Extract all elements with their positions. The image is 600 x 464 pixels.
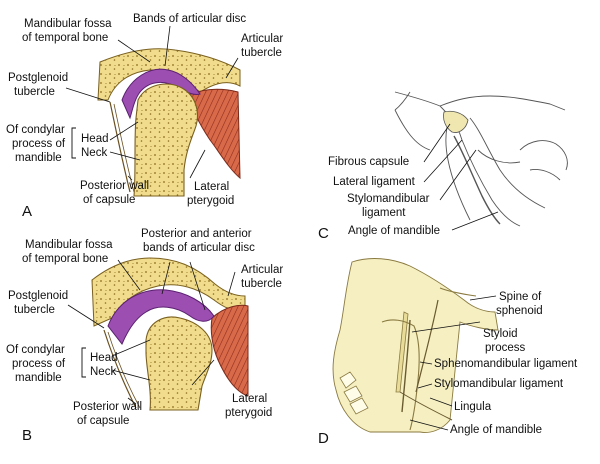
panel-b-label-postglenoid-1: Postglenoid (8, 290, 68, 302)
panel-b: Mandibular fossa of temporal bone Poster… (6, 228, 283, 444)
panel-b-label-mandibular-fossa-2: of temporal bone (22, 253, 108, 265)
panel-a-letter: A (22, 203, 32, 220)
panel-a-label-bands: Bands of articular disc (133, 13, 246, 25)
panel-a-leaders (65, 25, 239, 181)
panel-d-label-sphenomandibular: Sphenomandibular ligament (434, 358, 578, 370)
panel-c-label-stylomandibular-1: Stylomandibular (347, 193, 430, 205)
panel-d-label-stylomandibular: Stylomandibular ligament (434, 378, 564, 390)
panel-b-label-lateral-pterygoid-1: Lateral (232, 393, 267, 405)
panel-b-label-articular-2: tubercle (241, 278, 282, 290)
panel-b-illustration (91, 257, 249, 411)
panel-d-label-spine-2: sphenoid (496, 305, 543, 317)
panel-a-label-lateral-pterygoid-2: pterygoid (187, 195, 234, 207)
panel-a-label-articular-2: tubercle (241, 47, 282, 59)
panel-c-capsule (443, 110, 469, 133)
panel-b-label-bands-1: Posterior and anterior (141, 228, 252, 240)
panel-b-leaders (67, 259, 236, 405)
panel-a-label-mandibular-fossa-2: of temporal bone (22, 32, 108, 44)
panel-b-label-lateral-pterygoid-2: pterygoid (225, 407, 272, 419)
panel-a-label-postglenoid-2: tubercle (14, 86, 55, 98)
panel-b-label-condylar-2: process of (12, 358, 66, 370)
panel-d-letter: D (318, 430, 329, 447)
panel-d-labels: Spine of sphenoid Styloid process Spheno… (318, 291, 578, 447)
panel-c-leaders (423, 123, 499, 231)
panel-b-letter: B (22, 427, 32, 444)
panel-c-label-angle: Angle of mandible (348, 225, 440, 237)
panel-a: Mandibular fossa of temporal bone Bands … (6, 13, 283, 220)
panel-a-label-head: Head (81, 133, 109, 145)
panel-a-label-articular-1: Articular (241, 33, 283, 45)
panel-b-bracket (81, 347, 86, 378)
panel-b-label-articular-1: Articular (241, 264, 283, 276)
panel-c-labels: Fibrous capsule Lateral ligament Styloma… (318, 156, 440, 242)
panel-d-leaders (409, 295, 497, 431)
panel-b-label-condylar-3: mandible (15, 372, 62, 384)
panel-d-illustration (332, 258, 499, 433)
panel-c-label-lateral-ligament: Lateral ligament (333, 176, 416, 188)
panel-c: Fibrous capsule Lateral ligament Styloma… (318, 91, 568, 242)
panel-d-label-lingula: Lingula (454, 401, 492, 413)
panel-c-letter: C (318, 225, 329, 242)
panel-d-label-styloid-2: process (485, 342, 526, 354)
panel-d-label-angle: Angle of mandible (450, 424, 542, 436)
panel-b-label-neck: Neck (90, 366, 116, 378)
panel-c-label-stylomandibular-2: ligament (362, 207, 406, 219)
panel-b-label-bands-2: bands of articular disc (143, 242, 255, 254)
panel-a-label-neck: Neck (81, 147, 107, 159)
panel-a-labels: Mandibular fossa of temporal bone Bands … (6, 13, 283, 220)
panel-a-illustration (97, 48, 241, 197)
panel-a-label-mandibular-fossa-1: Mandibular fossa (24, 18, 112, 30)
panel-b-label-head: Head (90, 352, 118, 364)
panel-a-label-postglenoid-1: Postglenoid (8, 72, 68, 84)
panel-c-illustration (394, 91, 568, 227)
panel-b-labels: Mandibular fossa of temporal bone Poster… (6, 228, 283, 444)
panel-b-label-mandibular-fossa-1: Mandibular fossa (25, 239, 113, 251)
panel-c-stylomandibular (453, 135, 501, 225)
panel-d: Spine of sphenoid Styloid process Spheno… (318, 258, 578, 447)
panel-a-label-posterior-wall-2: of capsule (83, 194, 135, 206)
panel-a-label-condylar-1: Of condylar (6, 124, 65, 136)
panel-c-label-fibrous-capsule: Fibrous capsule (328, 156, 409, 168)
panel-d-label-spine-1: Spine of (499, 291, 542, 303)
panel-a-label-condylar-2: process of (12, 138, 66, 150)
panel-b-label-condylar-1: Of condylar (6, 344, 65, 356)
panel-a-label-posterior-wall-1: Posterior wall (80, 180, 149, 192)
panel-b-label-posterior-wall-1: Posterior wall (73, 401, 142, 413)
panel-b-label-posterior-wall-2: of capsule (77, 415, 129, 427)
panel-a-bracket (71, 127, 76, 159)
panel-b-label-postglenoid-2: tubercle (14, 304, 55, 316)
panel-a-label-condylar-3: mandible (15, 152, 62, 164)
panel-a-label-lateral-pterygoid-1: Lateral (194, 181, 229, 193)
panel-d-label-styloid-1: Styloid (483, 328, 518, 340)
